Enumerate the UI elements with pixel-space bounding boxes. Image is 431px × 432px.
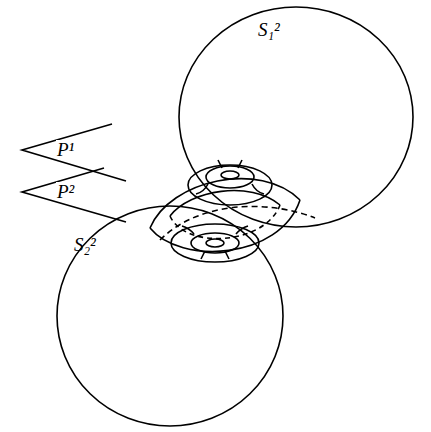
- contact-ring: [221, 171, 239, 179]
- sphere-outline: [178, 6, 414, 228]
- contact-ring: [188, 165, 272, 205]
- plane-label: P¹: [56, 140, 75, 159]
- sphere: S₁²: [178, 6, 414, 228]
- torus-stroke: [196, 160, 264, 194]
- contact-ring: [171, 224, 259, 262]
- plane-label: P²: [56, 182, 75, 201]
- sphere-label: S₂²: [74, 235, 96, 254]
- plane-wedge: [22, 124, 126, 181]
- contact-ring: [206, 166, 254, 188]
- sphere: S₂²: [56, 205, 284, 427]
- torus-stroke: [182, 226, 248, 259]
- plane-wedge: [22, 168, 126, 222]
- sphere-label: S₁²: [258, 20, 280, 39]
- contact-ring: [206, 239, 224, 247]
